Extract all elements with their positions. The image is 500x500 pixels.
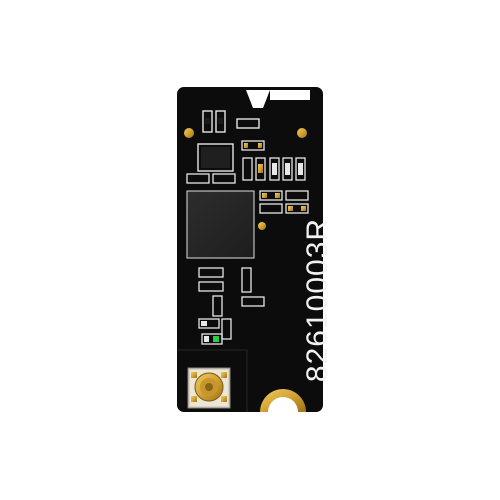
mounting-hole-icon: [260, 389, 306, 412]
antenna-keepout-line: [177, 349, 248, 412]
crystal-component: [197, 143, 234, 172]
passive-stack-right: [259, 190, 309, 214]
passive-components: [186, 140, 306, 184]
part-number-label: 82610003R: [301, 217, 334, 383]
component-cluster-top: [202, 110, 260, 133]
ufl-connector-icon: [187, 367, 231, 409]
gold-pad-icon: [184, 128, 194, 138]
gold-pad-icon: [297, 128, 307, 138]
gold-pad-icon: [258, 222, 266, 230]
component-cluster-bottom: [198, 267, 265, 345]
main-chip: [186, 190, 255, 259]
led-indicator: [213, 336, 219, 342]
